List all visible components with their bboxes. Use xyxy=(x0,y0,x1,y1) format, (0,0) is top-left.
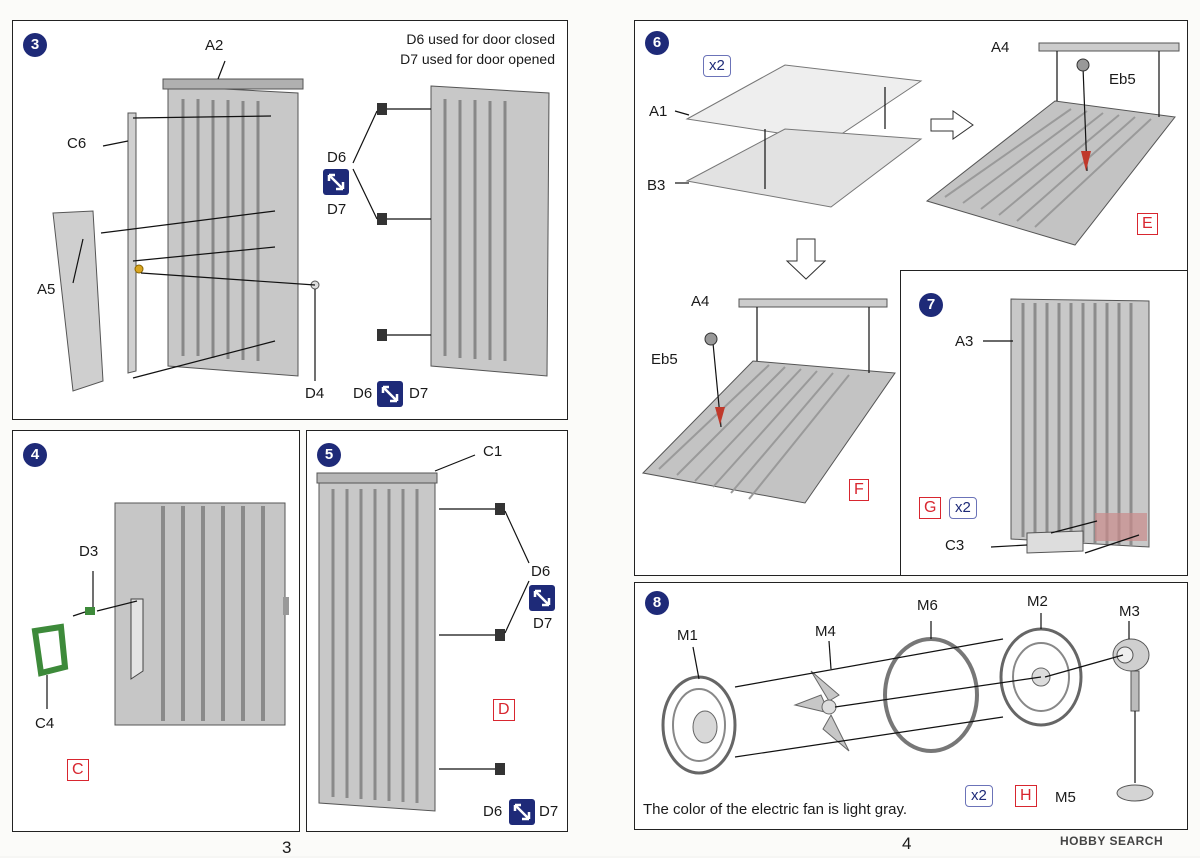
label-c6: C6 xyxy=(67,135,87,152)
swap-icon xyxy=(509,799,535,825)
quantity-badge: x2 xyxy=(949,497,977,519)
label-d7-bottom: D7 xyxy=(409,385,429,402)
subassembly-c-box: C xyxy=(67,759,89,781)
step-7-number: 7 xyxy=(919,293,943,317)
page-number-left: 3 xyxy=(282,838,292,857)
label-d4: D4 xyxy=(305,385,325,402)
step-7-panel: 7 A3 G x2 C3 xyxy=(900,270,1188,576)
label-d6: D6 xyxy=(327,149,347,166)
step-7-illustration xyxy=(983,298,1150,554)
label-m6: M6 xyxy=(917,597,938,614)
label-eb5: Eb5 xyxy=(1109,71,1136,88)
step-3-panel: 3 D6 used for door closed D7 used for do… xyxy=(12,20,568,420)
page-number-right: 4 xyxy=(902,834,912,853)
label-a2: A2 xyxy=(205,37,224,54)
label-m2: M2 xyxy=(1027,593,1048,610)
swap-icon xyxy=(377,381,403,407)
step-6-number: 6 xyxy=(645,31,669,55)
quantity-badge: x2 xyxy=(965,785,993,807)
subassembly-e-box: E xyxy=(1137,213,1158,235)
label-d6-bottom: D6 xyxy=(483,803,503,820)
label-m3: M3 xyxy=(1119,603,1140,620)
label-eb5-lower: Eb5 xyxy=(651,351,678,368)
label-m5: M5 xyxy=(1055,789,1076,806)
watermark: HOBBY SEARCH xyxy=(1060,834,1164,848)
label-d3: D3 xyxy=(79,543,99,560)
label-a1: A1 xyxy=(649,103,668,120)
step-5-panel: 5 C1 D6 D7 D D6 D7 xyxy=(306,430,568,832)
label-d7: D7 xyxy=(533,615,553,632)
step-4-panel: 4 D3 C4 C xyxy=(12,430,300,832)
step-5-number: 5 xyxy=(317,443,341,467)
label-d7: D7 xyxy=(327,201,347,218)
label-a4-lower: A4 xyxy=(691,293,710,310)
subassembly-f-box: F xyxy=(849,479,869,501)
note-d6: D6 used for door closed xyxy=(406,31,555,47)
label-b3: B3 xyxy=(647,177,666,194)
step-4-illustration xyxy=(31,502,289,726)
label-d6-bottom: D6 xyxy=(353,385,373,402)
label-c3: C3 xyxy=(945,537,965,554)
subassembly-h-box: H xyxy=(1015,785,1037,807)
label-m4: M4 xyxy=(815,623,836,640)
quantity-badge: x2 xyxy=(703,55,731,77)
label-a3: A3 xyxy=(955,333,974,350)
swap-icon xyxy=(323,169,349,195)
step-4-number: 4 xyxy=(23,443,47,467)
step-6-illustration xyxy=(641,42,1180,504)
step-5-illustration xyxy=(316,454,530,812)
label-a5: A5 xyxy=(37,281,56,298)
subassembly-d-box: D xyxy=(493,699,515,721)
subassembly-g-box: G xyxy=(919,497,942,519)
label-c4: C4 xyxy=(35,715,55,732)
step-8-illustration xyxy=(661,613,1154,802)
label-a4: A4 xyxy=(991,39,1010,56)
label-c1: C1 xyxy=(483,443,503,460)
label-d7-bottom: D7 xyxy=(539,803,559,820)
note-d7: D7 used for door opened xyxy=(400,51,555,67)
label-d6: D6 xyxy=(531,563,551,580)
step-3-notes: D6 used for door closed D7 used for door… xyxy=(400,29,555,69)
swap-icon xyxy=(529,585,555,611)
step-3-illustration xyxy=(52,60,550,392)
fan-color-note: The color of the electric fan is light g… xyxy=(643,801,908,818)
label-m1: M1 xyxy=(677,627,698,644)
step-8-number: 8 xyxy=(645,591,669,615)
step-8-panel: 8 M1 M4 M6 M2 M3 The colo xyxy=(634,582,1188,830)
step-3-number: 3 xyxy=(23,33,47,57)
